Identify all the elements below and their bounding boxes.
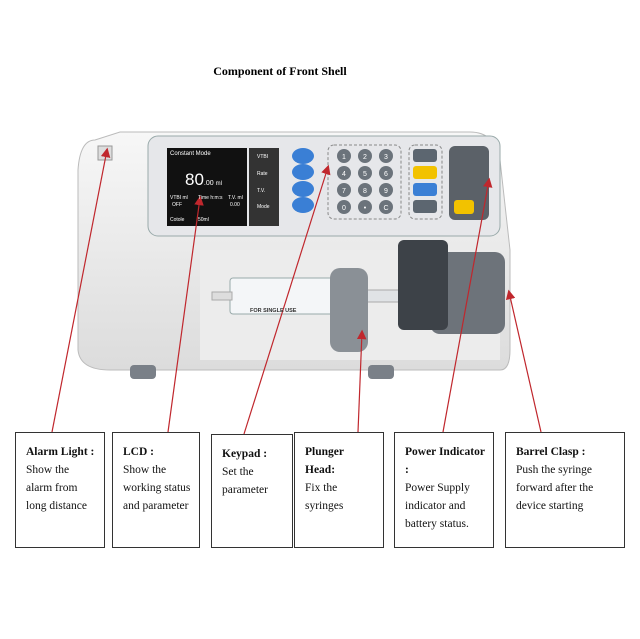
power-button: [454, 200, 474, 214]
callout-barrel-clasp: Barrel Clasp :Push the syringe forward a…: [505, 432, 625, 548]
syringe-barrel: [229, 277, 341, 315]
callout-alarm-light: Alarm Light :Show the alarm from long di…: [15, 432, 105, 548]
lcd: [167, 148, 247, 226]
callout-keypad: Keypad :Set the parameter: [211, 434, 293, 548]
callout-power-indicator: Power Indicator :Power Supply indicator …: [394, 432, 494, 548]
callout-arrows: [51, 147, 542, 435]
lcd-side-buttons: [292, 148, 314, 213]
callout-lcd: LCD :Show the working status and paramet…: [112, 432, 200, 548]
callout-plunger-head: Plunger Head:Fix the syringes: [294, 432, 384, 548]
diagram-title: Component of Front Shell: [213, 64, 347, 78]
barrel-clasp: [430, 252, 505, 334]
